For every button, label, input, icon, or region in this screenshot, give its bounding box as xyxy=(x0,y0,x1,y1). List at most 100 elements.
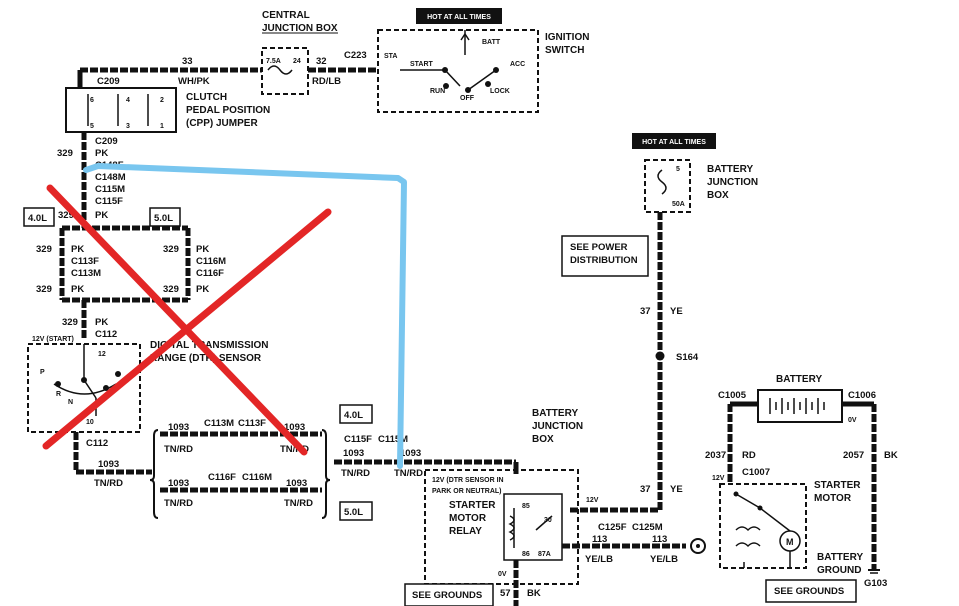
cpp-title-1: CLUTCH xyxy=(186,92,227,103)
cpp-output-wire: C209 PK 329 C148F C148M C115M C115F 329 … xyxy=(57,132,126,228)
c125m-label: C125M xyxy=(632,522,663,533)
wire-wh-pk-label: WH/PK xyxy=(178,76,210,87)
dtr-c112-b: C112 xyxy=(86,438,108,449)
ye-lb-b: YE/LB xyxy=(650,554,678,565)
relay-title-3: RELAY xyxy=(449,526,482,537)
left-pk-a: PK xyxy=(71,244,84,255)
c115-connector: 4.0L 5.0L C115F C115M 1093 1093 TN/RD TN… xyxy=(334,404,519,521)
dtr-p: P xyxy=(40,369,45,376)
see-power-distribution: SEE POWER DISTRIBUTION xyxy=(561,235,649,277)
right-329-a: 329 xyxy=(163,244,179,255)
w113-a: 113 xyxy=(592,534,607,545)
right-pk-a: PK xyxy=(196,244,209,255)
blue-wire-annotation xyxy=(83,163,407,469)
bjb-title-1: BATTERY xyxy=(707,164,753,175)
c209-bottom-label: C209 xyxy=(95,136,118,147)
bl-tn-rd: TN/RD xyxy=(94,478,123,489)
battery: BATTERY C1005 C1006 0V 2037 RD 2057 BK xyxy=(705,374,898,570)
top-harness: 33 WH/PK 32 RD/LB C223 C209 xyxy=(77,50,378,88)
hot-top-label: HOT AT ALL TIMES xyxy=(427,14,491,21)
see-grounds-right: SEE GROUNDS xyxy=(774,586,844,597)
relay-12v: 12V xyxy=(586,497,599,504)
dtr-title-1: DIGITAL TRANSMISSION xyxy=(150,340,269,351)
ign-batt: BATT xyxy=(482,39,501,46)
left-c113m: C113M xyxy=(71,268,101,279)
left-c113f: C113F xyxy=(71,256,99,267)
rbox-title-3: BOX xyxy=(532,434,554,445)
bjb-fuse: 50A xyxy=(672,201,685,208)
pk-label-2: PK xyxy=(95,210,108,221)
rbox-title-2: JUNCTION xyxy=(532,421,583,432)
feed-ye-a: YE xyxy=(670,306,683,317)
rbox-note-2: PARK OR NEUTRAL) xyxy=(432,488,501,495)
ign-lock: LOCK xyxy=(490,88,510,95)
ign-title-1: IGNITION xyxy=(545,32,589,43)
relay-title-1: STARTER xyxy=(449,500,496,511)
relay-w57: 57 xyxy=(500,588,511,599)
relay-bottom-wire: 57 BK SEE GROUNDS xyxy=(404,560,541,606)
spd-line-2: DISTRIBUTION xyxy=(570,255,638,266)
rbox-note-1: 12V (DTR SENSOR IN xyxy=(432,477,504,484)
mb-tn-rd-c: TN/RD xyxy=(164,498,193,509)
c125f-label: C125F xyxy=(598,522,627,533)
relay-output: C125F C125M 113 113 YE/LB YE/LB xyxy=(562,522,706,565)
dtr-pin-10: 10 xyxy=(86,419,94,426)
dtr-r: R xyxy=(56,391,61,398)
c1005-label: C1005 xyxy=(718,390,747,401)
bjb-title-3: BOX xyxy=(707,190,729,201)
dtr-n: N xyxy=(68,399,73,406)
bjb-pin: 5 xyxy=(676,166,680,173)
right-c116f: C116F xyxy=(196,268,224,279)
rbox-title-1: BATTERY xyxy=(532,408,578,419)
right-c116m: C116M xyxy=(196,256,226,267)
cjb-title-1: CENTRAL xyxy=(262,10,310,21)
tag-4-0l-right: 4.0L xyxy=(344,410,363,421)
mb-tn-rd-a: TN/RD xyxy=(164,444,193,455)
dtr-pk: PK xyxy=(95,317,108,328)
mb-c116f: C116F xyxy=(208,472,236,483)
starter-title-1: STARTER xyxy=(814,480,861,491)
x-mark-stroke-1 xyxy=(46,184,308,456)
battery-junction-box-top: 5 50A BATTERY JUNCTION BOX xyxy=(644,159,758,213)
relay-box: BATTERY JUNCTION BOX 12V (DTR SENSOR IN … xyxy=(424,408,599,585)
wire-329-label-1: 329 xyxy=(57,148,73,159)
cpp-pin-4: 4 xyxy=(126,97,130,104)
hot-at-all-times-right: HOT AT ALL TIMES xyxy=(632,133,716,149)
cpp-pin-6: 6 xyxy=(90,97,94,104)
cpp-title-2: PEDAL POSITION xyxy=(186,105,270,116)
right-329-b: 329 xyxy=(163,284,179,295)
mb-1093-a: 1093 xyxy=(168,422,189,433)
main-feed-wire: 37 YE S164 37 YE xyxy=(570,212,699,513)
c115m-right: C115M xyxy=(378,434,408,445)
battery-0v: 0V xyxy=(848,417,857,424)
dtr-329: 329 xyxy=(62,317,78,328)
c115m-label: C115M xyxy=(95,184,125,195)
right-pk-b: PK xyxy=(196,284,209,295)
relay-pin-86: 86 xyxy=(522,551,530,558)
cpp-pin-2: 2 xyxy=(160,97,164,104)
cjb-fuse: 7.5A xyxy=(266,58,281,65)
starter-motor: C1007 12V STARTER MOTOR M xyxy=(712,467,861,569)
relay-title-2: MOTOR xyxy=(449,513,487,524)
c115-1093-a: 1093 xyxy=(343,448,364,459)
middle-bus: 1093 C113M C113F 1093 TN/RD TN/RD 1093 C… xyxy=(149,418,331,519)
tag-5-0l-right: 5.0L xyxy=(344,507,363,518)
cpp-jumper: 6 4 2 5 3 1 CLUTCH PEDAL POSITION (CPP) … xyxy=(65,87,270,133)
w2057-label: 2057 xyxy=(843,450,864,461)
mb-c116m: C116M xyxy=(242,472,272,483)
ign-start: START xyxy=(410,61,434,68)
wire-32-label: 32 xyxy=(316,56,327,67)
mb-tn-rd-b: TN/RD xyxy=(280,444,309,455)
spd-line-1: SEE POWER xyxy=(570,242,628,253)
c148m-label: C148M xyxy=(95,172,126,183)
bjb-title-2: JUNCTION xyxy=(707,177,758,188)
starter-title-2: MOTOR xyxy=(814,493,852,504)
c209-top-label: C209 xyxy=(97,76,120,87)
hot-right-label: HOT AT ALL TIMES xyxy=(642,139,706,146)
cjb-fuse-pin: 24 xyxy=(293,58,301,65)
motor-m: M xyxy=(786,537,794,547)
ign-sta: STA xyxy=(384,53,397,60)
dtr-pin-12: 12 xyxy=(98,351,106,358)
battery-ground: BATTERY GROUND G103 SEE GROUNDS xyxy=(765,552,887,603)
